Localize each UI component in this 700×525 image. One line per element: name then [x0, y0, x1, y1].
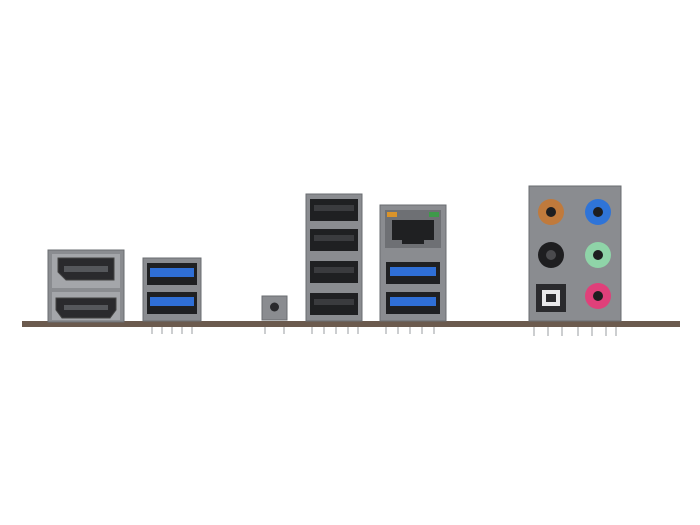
video-port-block: [47, 249, 125, 323]
usb2-icon[interactable]: [310, 261, 358, 283]
usb2-icon[interactable]: [310, 199, 358, 221]
optical-icon[interactable]: [536, 284, 566, 312]
usb2-stack: [305, 193, 363, 334]
displayport-icon[interactable]: [57, 257, 115, 281]
usb2-icon[interactable]: [310, 293, 358, 315]
ethernet-icon[interactable]: [385, 210, 441, 248]
usb3-icon[interactable]: [147, 263, 197, 285]
lan-led-green: [429, 212, 439, 217]
usb3-icon[interactable]: [147, 292, 197, 314]
audio-jack-icon[interactable]: [585, 283, 611, 309]
usb3-stack-left: [142, 257, 202, 334]
audio-jack-icon[interactable]: [538, 242, 564, 268]
audio-block: [528, 185, 622, 336]
lan-usb3-stack: [379, 204, 447, 334]
usb3-icon[interactable]: [386, 262, 440, 284]
usb2-icon[interactable]: [310, 229, 358, 251]
button-icon: [270, 302, 279, 312]
audio-jack-icon[interactable]: [538, 199, 564, 225]
hdmi-icon[interactable]: [55, 297, 117, 319]
reset-button[interactable]: [261, 295, 288, 334]
audio-jack-icon[interactable]: [585, 199, 611, 225]
audio-jack-icon[interactable]: [585, 242, 611, 268]
board-edge: [22, 321, 680, 327]
lan-led-orange: [387, 212, 397, 217]
usb3-icon[interactable]: [386, 292, 440, 314]
